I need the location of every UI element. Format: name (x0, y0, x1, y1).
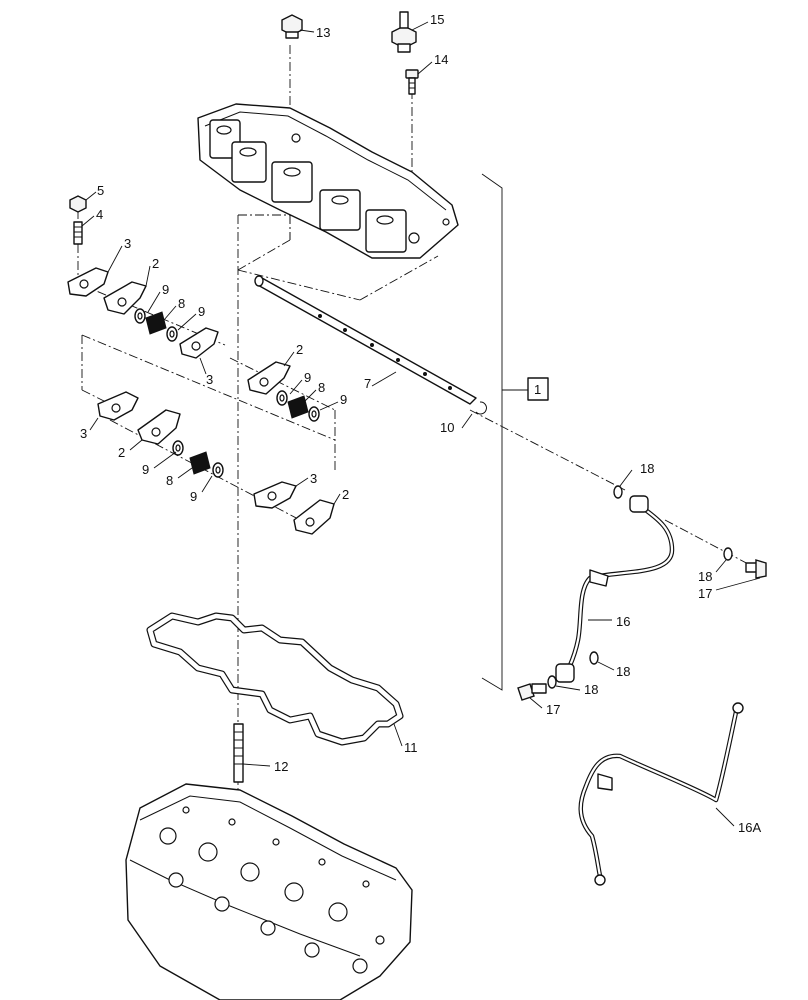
callout-15: 15 (430, 12, 444, 27)
rocker-arm-2a (103, 281, 147, 315)
callout-2-bottom: 2 (342, 487, 349, 502)
callout-9-f: 9 (190, 489, 197, 504)
nut-13 (281, 14, 303, 39)
banjo-bolt-17a (745, 559, 767, 579)
callout-3-mid: 3 (206, 372, 213, 387)
cylinder-head (125, 783, 413, 1000)
callout-11: 11 (404, 740, 418, 755)
callout-16: 16 (616, 614, 630, 629)
callout-18-a: 18 (640, 461, 654, 476)
rocker-arm-3d (253, 481, 297, 509)
callout-8-a: 8 (178, 296, 185, 311)
callout-18-c: 18 (616, 664, 630, 679)
callout-3-low: 3 (80, 426, 87, 441)
springs-8 (145, 311, 309, 475)
washers-18 (547, 485, 733, 689)
nut-5 (69, 195, 87, 213)
callout-9-d: 9 (340, 392, 347, 407)
callout-9-b: 9 (198, 304, 205, 319)
callout-2-low: 2 (118, 445, 125, 460)
callout-3-bottom: 3 (310, 471, 317, 486)
callout-7: 7 (364, 376, 371, 391)
bolt-14 (405, 69, 419, 95)
callout-8-b: 8 (318, 380, 325, 395)
callout-1: 1 (534, 382, 541, 397)
callout-9-c: 9 (304, 370, 311, 385)
callout-labels: 13 15 14 5 4 3 2 9 8 9 3 2 9 8 9 7 1 10 … (80, 12, 761, 835)
oil-pipe-16 (555, 495, 675, 683)
rocker-arm-3a (67, 267, 109, 297)
callout-2-top: 2 (152, 256, 159, 271)
callout-13: 13 (316, 25, 330, 40)
sensor-15 (391, 11, 417, 53)
callout-12: 12 (274, 759, 288, 774)
callout-14: 14 (434, 52, 448, 67)
callout-5: 5 (97, 183, 104, 198)
stud-4 (73, 221, 83, 245)
callout-4: 4 (96, 207, 103, 222)
callout-2-mid: 2 (296, 342, 303, 357)
banjo-bolt-17b (517, 683, 547, 701)
oil-pipe-16a (578, 702, 744, 886)
callout-10: 10 (440, 420, 454, 435)
gasket-11 (146, 612, 404, 746)
callout-9-e: 9 (142, 462, 149, 477)
rocker-arm-2b (247, 361, 291, 395)
stud-12 (233, 723, 244, 783)
callout-18-b: 18 (698, 569, 712, 584)
callout-16a: 16A (738, 820, 761, 835)
callout-18-d: 18 (584, 682, 598, 697)
valve-cover (197, 103, 459, 259)
rocker-shaft-7 (254, 275, 477, 405)
clip-10 (475, 401, 487, 415)
callout-3-top: 3 (124, 236, 131, 251)
callout-8-c: 8 (166, 473, 173, 488)
rocker-arm-2d (293, 499, 335, 535)
rocker-arm-3c (97, 391, 139, 421)
assembly-bracket (481, 173, 549, 691)
callout-17-a: 17 (698, 586, 712, 601)
callout-17-b: 17 (546, 702, 560, 717)
leader-lines (81, 21, 761, 827)
washers-9 (134, 308, 320, 478)
callout-9-a: 9 (162, 282, 169, 297)
rocker-arm-2c (137, 409, 181, 445)
rocker-arm-3b (179, 327, 219, 359)
